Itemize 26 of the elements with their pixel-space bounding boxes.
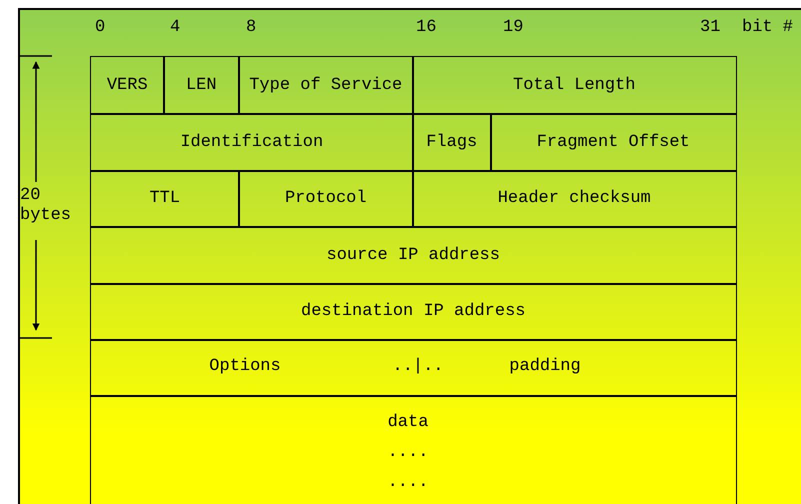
dimension-label: 20 bytes bbox=[20, 186, 70, 226]
bit-number: 8 bbox=[246, 18, 256, 38]
unit-label: bit # bbox=[742, 18, 794, 38]
data-label: .... bbox=[388, 443, 428, 463]
field-label: ..|.. bbox=[392, 357, 444, 377]
header-field-cell: Total Length bbox=[412, 56, 736, 114]
header-field-cell: Identification bbox=[90, 113, 414, 172]
header-field-cell: LEN bbox=[163, 56, 240, 114]
header-field-cell: TTL bbox=[90, 170, 240, 228]
header-field-cell: Header checksum bbox=[412, 170, 736, 228]
bit-number: 31 bbox=[700, 18, 720, 38]
header-field-cell: VERS bbox=[90, 56, 164, 114]
header-field-cell: source IP address bbox=[90, 226, 736, 284]
header-field-cell: Protocol bbox=[238, 170, 414, 228]
header-field-cell: Flags bbox=[412, 113, 492, 172]
bit-number: 0 bbox=[95, 18, 106, 38]
data-label: data bbox=[388, 413, 428, 433]
header-field-cell: destination IP address bbox=[90, 283, 736, 340]
header-field-cell: Fragment Offset bbox=[490, 113, 736, 172]
bit-number: 16 bbox=[416, 18, 436, 38]
header-field-cell: Type of Service bbox=[238, 56, 414, 114]
field-label: Options bbox=[209, 357, 281, 377]
bit-number: 4 bbox=[170, 18, 180, 38]
data-label: .... bbox=[388, 473, 428, 493]
bit-number: 19 bbox=[503, 18, 524, 38]
field-label: padding bbox=[509, 357, 581, 377]
